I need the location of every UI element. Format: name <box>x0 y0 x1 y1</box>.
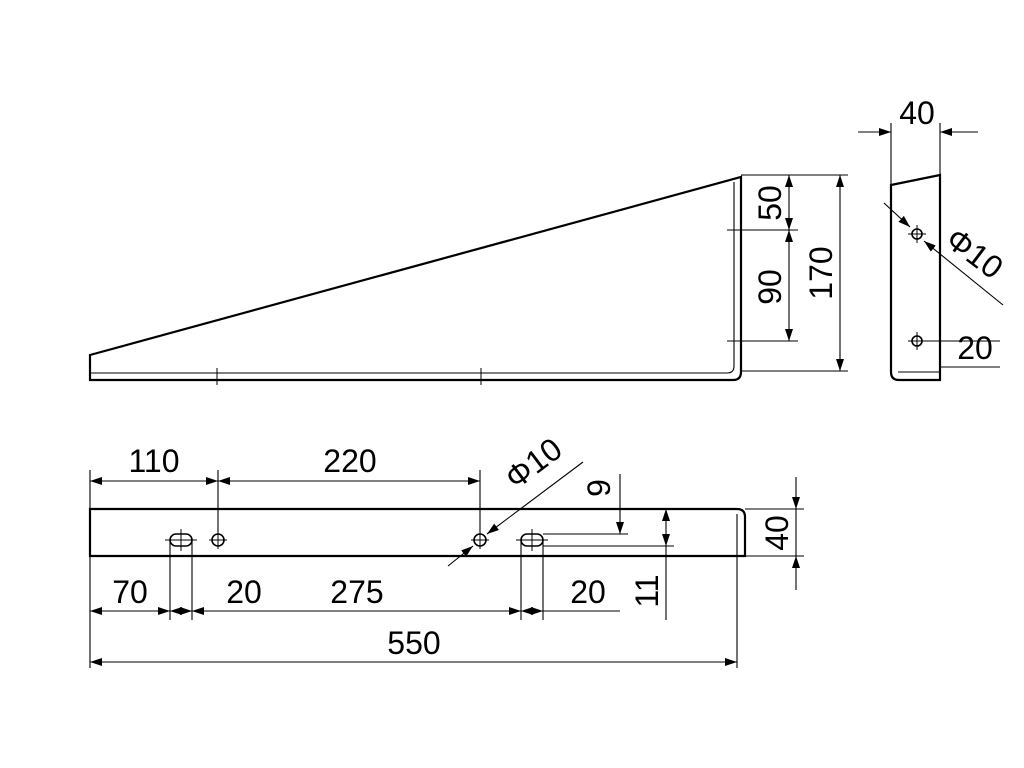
dia-leader-plan-out <box>486 461 584 535</box>
end-view: 40 Φ10 20 <box>858 95 1010 382</box>
plan-view-centerlines <box>165 529 548 551</box>
dim-plan-hole-diameter: Φ10 <box>498 430 568 496</box>
dim-slot-spacing: 275 <box>330 574 383 610</box>
dim-plan-width: 40 <box>759 515 795 551</box>
dim-total-length: 550 <box>387 625 440 661</box>
dia-leader-plan-in <box>447 545 474 567</box>
dim-plan-hole-spacing: 220 <box>323 443 376 479</box>
dia-leader-out <box>923 240 1004 306</box>
bracket-outline-plan <box>88 507 747 558</box>
dim-slot-right-length: 20 <box>570 574 606 610</box>
dia-leader-in <box>883 202 911 228</box>
side-view-hole-centerlines <box>216 229 748 385</box>
bracket-outline-side <box>88 175 743 382</box>
dim-first-hole-pos: 110 <box>128 443 179 479</box>
side-view-extension-lines <box>741 174 848 372</box>
dim-upper-hole-offset: 50 <box>752 185 788 221</box>
dim-slot-left-pos: 70 <box>112 574 148 610</box>
dim-end-width: 40 <box>899 95 935 131</box>
dim-end-hole-diameter: Φ10 <box>939 220 1009 286</box>
plan-view-extension-lines <box>89 470 804 668</box>
bracket-flange-inner-line <box>91 182 735 374</box>
end-view-hole-centerlines <box>908 225 926 350</box>
dim-slot-offset-top: 9 <box>581 479 617 497</box>
dim-slot-offset-bottom: 11 <box>629 574 665 607</box>
dim-slot-left-length: 20 <box>226 574 262 610</box>
dim-lower-hole-offset: 20 <box>957 330 993 366</box>
plan-view: 110 220 Φ10 9 11 40 70 20 275 20 55 <box>88 430 804 668</box>
dim-bracket-height: 170 <box>803 246 839 299</box>
bracket-outline-end <box>889 173 942 382</box>
dim-hole-spacing-vertical: 90 <box>752 269 788 305</box>
side-view: 50 90 170 <box>88 174 848 385</box>
